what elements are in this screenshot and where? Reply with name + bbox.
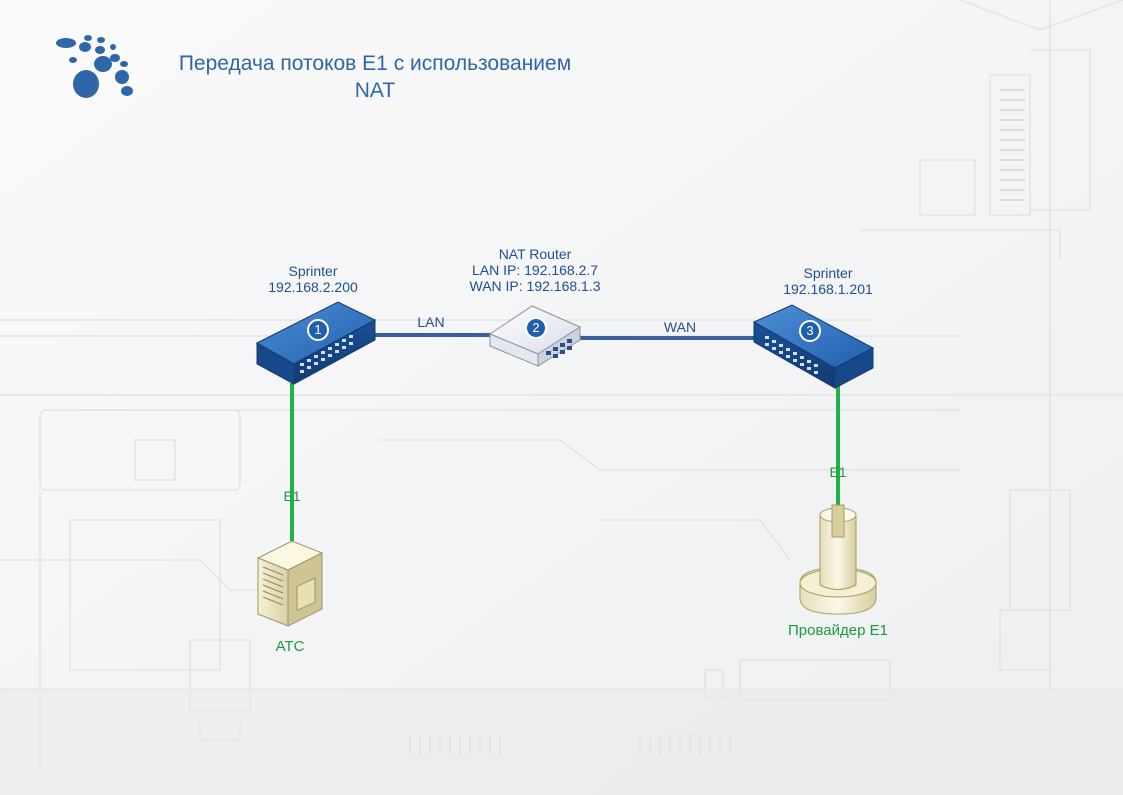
badge-3 — [799, 320, 821, 342]
badge-1 — [307, 319, 329, 341]
sprinter-1-label: Sprinter 192.168.2.200 — [243, 263, 383, 295]
pbx-cabinet-icon[interactable] — [256, 540, 324, 627]
sprinter-3-name: Sprinter — [803, 265, 853, 281]
e1-left-label: E1 — [283, 488, 301, 504]
lan-label: LAN — [417, 314, 445, 330]
floor-shade — [0, 688, 1123, 795]
badge-2-label: 2 — [532, 320, 540, 335]
network-links — [290, 333, 840, 545]
title-line-1: Передача потоков E1 с использованием — [178, 52, 572, 75]
nat-router-label: NAT Router LAN IP: 192.168.2.7 WAN IP: 1… — [445, 246, 625, 294]
sprinter-3-ip: 192.168.1.201 — [783, 281, 873, 297]
sprinter-1-name: Sprinter — [288, 263, 338, 279]
badge-2 — [525, 317, 547, 339]
badge-3-label: 3 — [806, 323, 814, 338]
provider-label: Провайдер E1 — [788, 622, 888, 639]
sprinter-1-ip: 192.168.2.200 — [268, 279, 358, 295]
nat-router-name: NAT Router — [498, 246, 572, 262]
sprinter-1-icon[interactable] — [255, 301, 377, 385]
wan-label: WAN — [663, 319, 697, 335]
badge-1-label: 1 — [314, 322, 322, 337]
nat-router-icon[interactable] — [488, 305, 582, 367]
sprinter-3-label: Sprinter 192.168.1.201 — [758, 265, 898, 297]
e1-right-label: E1 — [829, 464, 847, 480]
sprinter-3-icon[interactable] — [752, 304, 875, 389]
nat-router-lan-ip: LAN IP: 192.168.2.7 — [471, 262, 599, 278]
company-logo — [56, 35, 133, 98]
title-line-2: NAT — [354, 79, 396, 102]
page-title: Передача потоков E1 с использованием NAT — [140, 50, 610, 104]
pbx-label: АТС — [275, 638, 305, 655]
provider-tower-icon[interactable] — [799, 504, 877, 615]
nat-router-wan-ip: WAN IP: 192.168.1.3 — [469, 278, 601, 294]
